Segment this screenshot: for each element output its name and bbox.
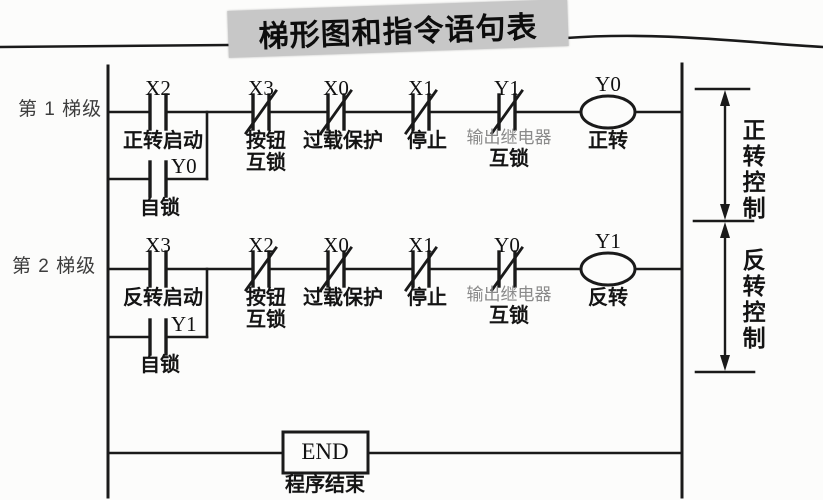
rung2-contact5-device: Y0 bbox=[494, 233, 520, 257]
rung2-label: 第 2 梯级 bbox=[12, 256, 97, 277]
rung1-label: 第 1 梯级 bbox=[18, 99, 103, 120]
contact-no-y0-branch1 bbox=[148, 160, 168, 198]
rung2-contact3-desc: 过载保护 bbox=[303, 287, 383, 309]
rung1-contact3-desc: 过载保护 bbox=[303, 130, 383, 152]
title-rule-lines bbox=[0, 34, 823, 49]
rung2-contact1-desc: 反转启动 bbox=[123, 287, 203, 309]
rung1-contact4-device: X1 bbox=[408, 76, 434, 100]
contact-nc-x3-rung1 bbox=[244, 89, 278, 135]
contact-nc-x2-rung2 bbox=[244, 246, 278, 292]
reverse-control-label: 反转控制 bbox=[739, 248, 766, 352]
arrowheads bbox=[720, 90, 730, 371]
end-block-box bbox=[281, 430, 370, 475]
coil-y1 bbox=[579, 251, 637, 287]
rung1-coil-desc: 正转 bbox=[588, 130, 628, 152]
rung2-contact1-device: X3 bbox=[145, 233, 171, 257]
rung1-contact2-desc-line1: 按钮 bbox=[246, 130, 286, 152]
rung1-contact5-device: Y1 bbox=[494, 76, 520, 100]
contact-nc-x0-rung2 bbox=[319, 246, 353, 292]
bracket-caps bbox=[692, 87, 756, 374]
coil-y0 bbox=[579, 94, 637, 130]
contact-nc-y1-rung1 bbox=[490, 89, 524, 135]
rung1-coil-device: Y0 bbox=[595, 72, 621, 96]
rung2-contact5-desc-line1: 输出继电器 bbox=[466, 285, 552, 304]
rung2-contact3-device: X0 bbox=[323, 233, 349, 257]
contact-nc-x0-rung1 bbox=[319, 89, 353, 135]
rung1-contact3-device: X0 bbox=[323, 76, 349, 100]
contact-no-x2-rung1 bbox=[148, 93, 168, 131]
rung1-branch-device: Y0 bbox=[171, 154, 197, 178]
rung1-branch-desc: 自锁 bbox=[140, 197, 180, 219]
rung2-coil-desc: 反转 bbox=[588, 287, 628, 309]
contact-no-y1-branch2 bbox=[148, 318, 168, 356]
rung2-contact2-desc-line1: 按钮 bbox=[246, 287, 286, 309]
contact-nc-y0-rung2 bbox=[490, 246, 524, 292]
rung1-branch-wire bbox=[106, 110, 209, 181]
contact-nc-x1-rung1 bbox=[404, 89, 438, 135]
rung1-contact5-desc-line1: 输出继电器 bbox=[466, 128, 552, 147]
rung1-contact4-desc: 停止 bbox=[407, 130, 447, 152]
contact-nc-x1-rung2 bbox=[404, 246, 438, 292]
page-title-text: 梯形图和指令语句表 bbox=[258, 10, 539, 54]
contact-no-x3-rung2 bbox=[148, 250, 168, 288]
rung2-branch-wire bbox=[106, 267, 209, 339]
rung2-branch-desc: 自锁 bbox=[140, 354, 180, 376]
rung2-contact4-device: X1 bbox=[408, 233, 434, 257]
rung2-contact5-desc-line2: 互锁 bbox=[489, 305, 529, 327]
rung2-branch-device: Y1 bbox=[171, 312, 197, 336]
rung2-contact2-desc-line2: 互锁 bbox=[246, 309, 286, 331]
forward-control-label: 正转控制 bbox=[739, 118, 766, 222]
rung1-contact1-desc: 正转启动 bbox=[123, 130, 203, 152]
rung1-contact2-device: X3 bbox=[248, 76, 274, 100]
rung2-coil-device: Y1 bbox=[595, 229, 621, 253]
rung1-contact5-desc-line2: 互锁 bbox=[489, 148, 529, 170]
end-block-caption: 程序结束 bbox=[285, 474, 365, 496]
rung1-contact2-desc-line2: 互锁 bbox=[246, 152, 286, 174]
end-block-label: END bbox=[301, 439, 349, 464]
rung2-contact4-desc: 停止 bbox=[407, 287, 447, 309]
rung1-contact1-device: X2 bbox=[145, 76, 171, 100]
rung2-contact2-device: X2 bbox=[248, 233, 274, 257]
